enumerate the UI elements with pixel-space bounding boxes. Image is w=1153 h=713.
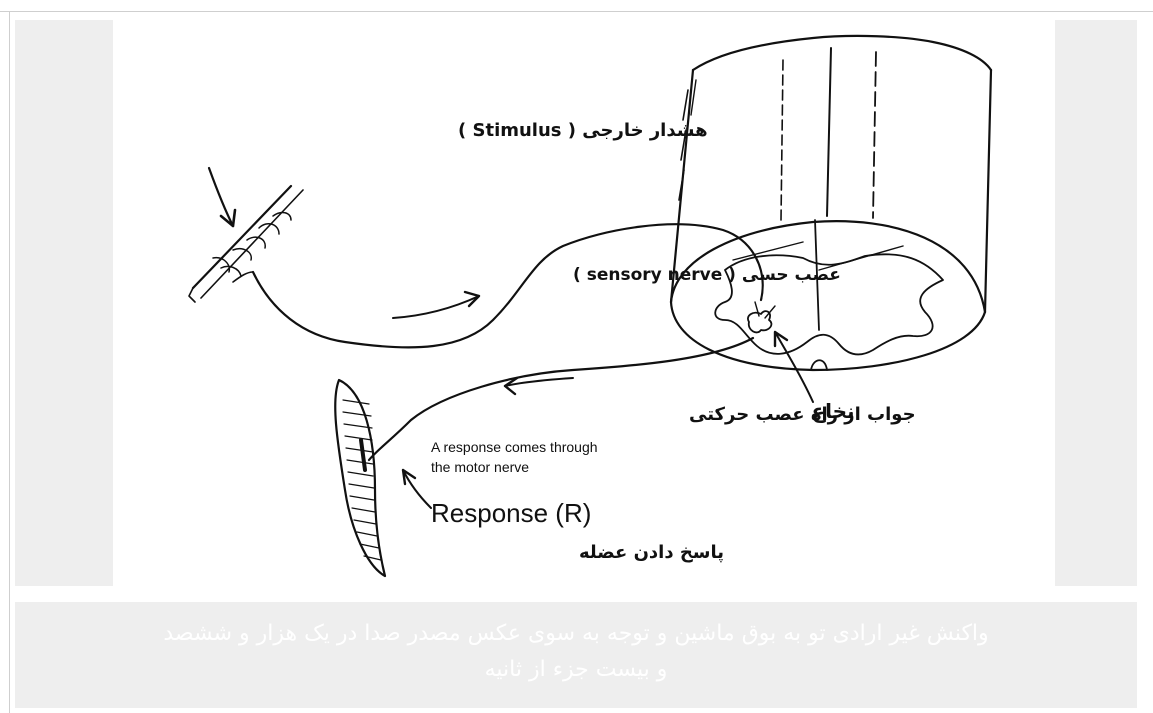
- response-label: Response (R): [431, 498, 591, 528]
- motor-nerve-fa-label: جواب از راه عصب حرکتی: [689, 404, 916, 425]
- stimulus-label: هشدار خارجی ( Stimulus ): [458, 120, 708, 141]
- sensory-nerve-label: عصب حسی ( sensory nerve ): [573, 265, 841, 285]
- caption-line-2: و بیست جزء از ثانیه: [15, 652, 1137, 688]
- skin-receptor: [189, 168, 303, 302]
- muscle: [335, 380, 431, 576]
- caption-line-1: واکنش غیر ارادی تو به بوق ماشین و توجه ب…: [15, 616, 1137, 652]
- reflex-arc-svg: هشدار خارجی ( Stimulus ) عصب حسی ( senso…: [113, 20, 1055, 586]
- muscle-label: پاسخ دادن عضله: [579, 542, 724, 563]
- frame-border-top: [0, 11, 1153, 12]
- frame-border-left: [9, 11, 10, 713]
- reflex-arc-figure: هشدار خارجی ( Stimulus ) عصب حسی ( senso…: [113, 20, 1055, 586]
- sensory-nerve-path: [253, 224, 763, 347]
- figure-caption: واکنش غیر ارادی تو به بوق ماشین و توجه ب…: [15, 602, 1137, 708]
- motor-nerve-en-line2: the motor nerve: [431, 459, 529, 475]
- motor-nerve-en-line1: A response comes through: [431, 439, 598, 455]
- spinal-cord-cylinder: [671, 36, 991, 370]
